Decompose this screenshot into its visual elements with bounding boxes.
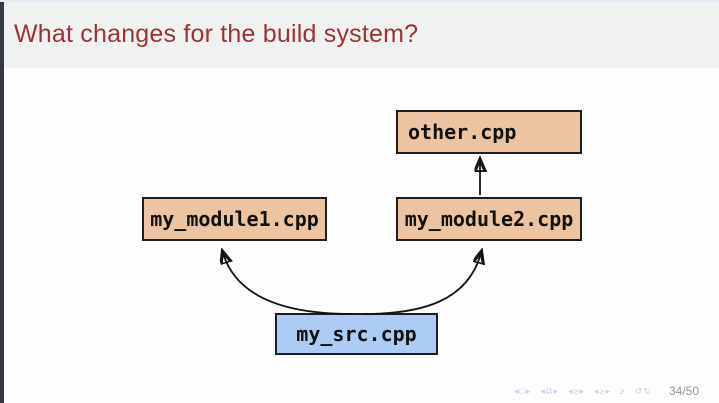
node-my-module2-cpp-label: my_module2.cpp	[404, 207, 574, 231]
build-dependency-diagram: other.cpp my_module1.cpp my_module2.cpp …	[0, 68, 719, 403]
nav-section-icons[interactable]: ◂≥▸	[593, 386, 611, 396]
node-other-cpp: other.cpp	[396, 110, 582, 154]
nav-subsection-icons[interactable]: ◂≥▸	[567, 386, 585, 396]
slide-title: What changes for the build system?	[14, 20, 419, 48]
nav-frame-icons[interactable]: ◂⧉▸	[540, 386, 559, 396]
nav-slide-icons[interactable]: ◂□▸	[514, 386, 532, 396]
screen-top-edge	[0, 0, 719, 2]
node-other-cpp-label: other.cpp	[408, 120, 517, 144]
page-number: 34/50	[668, 384, 699, 398]
edge-src-to-module2	[363, 253, 481, 315]
nav-appendix-icon[interactable]: ≥	[619, 386, 626, 396]
screen-left-edge-strip	[0, 0, 4, 403]
nav-back-forward-icons[interactable]: ↺↻	[634, 386, 652, 396]
edge-src-to-module1	[223, 253, 353, 315]
beamer-footer: ◂□▸ ◂⧉▸ ◂≥▸ ◂≥▸ ≥ ↺↻ 34/50	[514, 383, 699, 399]
node-my-module2-cpp: my_module2.cpp	[396, 197, 582, 241]
node-my-module1-cpp-label: my_module1.cpp	[150, 207, 319, 231]
node-my-src-cpp-label: my_src.cpp	[296, 322, 417, 346]
node-my-src-cpp: my_src.cpp	[275, 313, 438, 355]
slide-title-bar: What changes for the build system?	[0, 0, 719, 68]
node-my-module1-cpp: my_module1.cpp	[142, 197, 327, 241]
